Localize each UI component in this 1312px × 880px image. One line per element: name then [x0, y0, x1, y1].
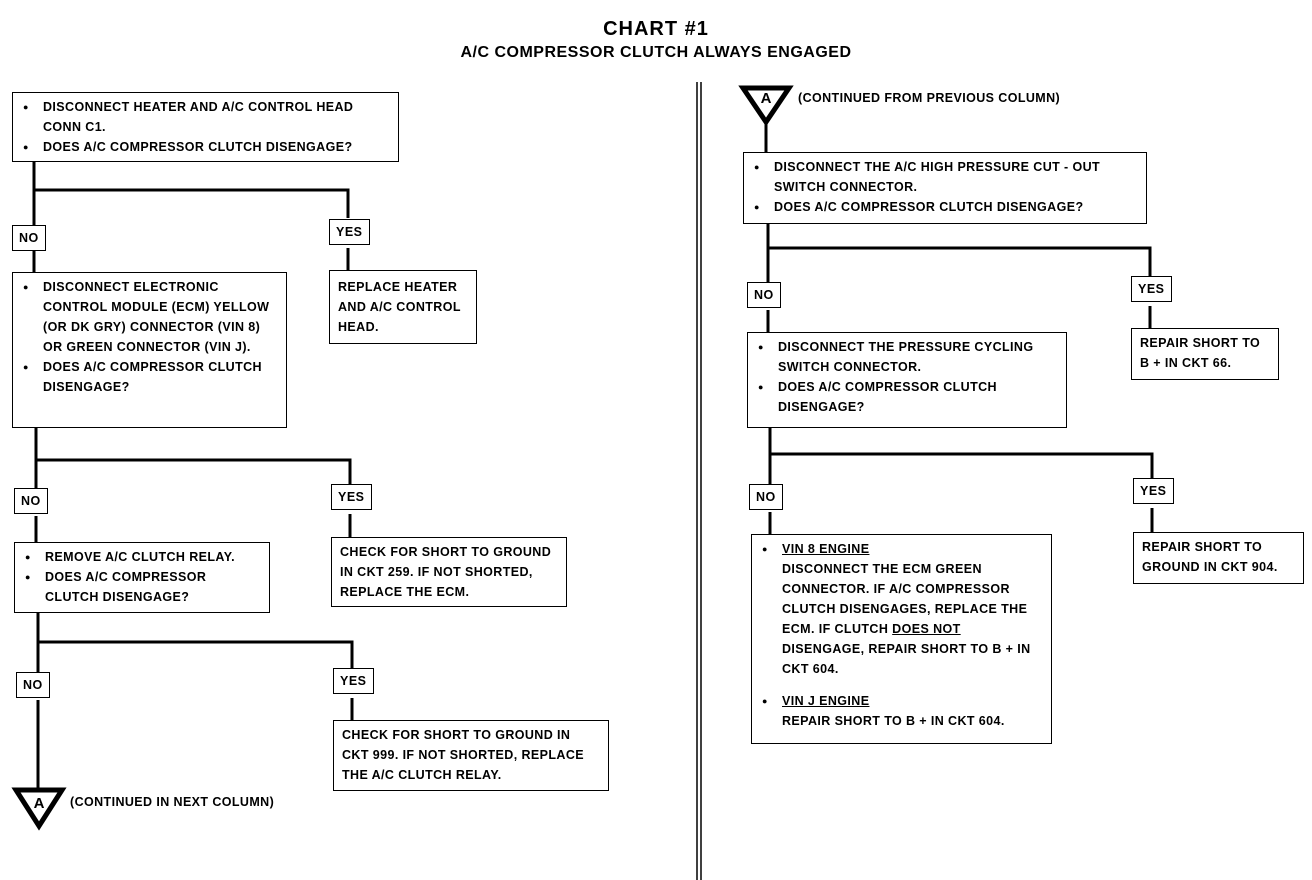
- step3-yes-box: CHECK FOR SHORT TO GROUND IN CKT 999. IF…: [333, 720, 609, 791]
- yes-label: YES: [1133, 478, 1174, 504]
- connector-a-letter-bottom: A: [33, 795, 45, 812]
- continued-in-note: (CONTINUED IN NEXT COLUMN): [70, 795, 275, 809]
- step2-box: DISCONNECT ELECTRONIC CONTROL MODULE (EC…: [12, 272, 287, 428]
- no-label: NO: [16, 672, 50, 698]
- step5-yes-box: REPAIR SHORT TO GROUND IN CKT 904.: [1133, 532, 1304, 584]
- vinj-text: REPAIR SHORT TO B + IN CKT 604.: [782, 714, 1005, 728]
- vin8-text: DISENGAGE, REPAIR SHORT TO B + IN CKT 60…: [782, 642, 1031, 676]
- step4-line: DISCONNECT THE A/C HIGH PRESSURE CUT - O…: [754, 157, 1140, 197]
- step1-yes-box: REPLACE HEATER AND A/C CONTROL HEAD.: [329, 270, 477, 344]
- step3-box: REMOVE A/C CLUTCH RELAY. DOES A/C COMPRE…: [14, 542, 270, 613]
- step1-box: DISCONNECT HEATER AND A/C CONTROL HEAD C…: [12, 92, 399, 162]
- connector-a-triangle-top: [738, 85, 794, 127]
- step4-box: DISCONNECT THE A/C HIGH PRESSURE CUT - O…: [743, 152, 1147, 224]
- no-label: NO: [12, 225, 46, 251]
- yes-label: YES: [333, 668, 374, 694]
- step4-yes-box: REPAIR SHORT TO B + IN CKT 66.: [1131, 328, 1279, 380]
- step3-line: DOES A/C COMPRESSOR CLUTCH DISENGAGE?: [25, 567, 263, 607]
- step5-box: DISCONNECT THE PRESSURE CYCLING SWITCH C…: [747, 332, 1067, 428]
- step2-line: DOES A/C COMPRESSOR CLUTCH DISENGAGE?: [23, 357, 280, 397]
- step1-line: DOES A/C COMPRESSOR CLUTCH DISENGAGE?: [23, 137, 392, 157]
- step6-box: VIN 8 ENGINE DISCONNECT THE ECM GREEN CO…: [751, 534, 1052, 744]
- no-label: NO: [747, 282, 781, 308]
- step2-line: DISCONNECT ELECTRONIC CONTROL MODULE (EC…: [23, 277, 280, 357]
- yes-label: YES: [1131, 276, 1172, 302]
- vin8-text: DISCONNECT THE ECM GREEN CONNECTOR. IF A…: [782, 562, 1028, 636]
- step3-line: REMOVE A/C CLUTCH RELAY.: [25, 547, 263, 567]
- no-label: NO: [749, 484, 783, 510]
- spacer: [762, 679, 1045, 691]
- step5-line: DOES A/C COMPRESSOR CLUTCH DISENGAGE?: [758, 377, 1060, 417]
- step1-line: DISCONNECT HEATER AND A/C CONTROL HEAD C…: [23, 97, 392, 137]
- yes-label: YES: [329, 219, 370, 245]
- chart-title: CHART #1: [603, 18, 709, 40]
- vin8-item: VIN 8 ENGINE DISCONNECT THE ECM GREEN CO…: [762, 539, 1045, 679]
- chart-subtitle: A/C COMPRESSOR CLUTCH ALWAYS ENGAGED: [460, 44, 852, 61]
- vinj-item: VIN J ENGINE REPAIR SHORT TO B + IN CKT …: [762, 691, 1045, 731]
- step4-line: DOES A/C COMPRESSOR CLUTCH DISENGAGE?: [754, 197, 1140, 217]
- vin8-heading: VIN 8 ENGINE: [782, 542, 870, 556]
- connector-a-letter-top: A: [760, 90, 772, 107]
- step2-yes-box: CHECK FOR SHORT TO GROUND IN CKT 259. IF…: [331, 537, 567, 607]
- no-label: NO: [14, 488, 48, 514]
- continued-from-note: (CONTINUED FROM PREVIOUS COLUMN): [798, 91, 1061, 105]
- connector-a-triangle-bottom: [11, 787, 67, 831]
- vin8-emphasis: DOES NOT: [892, 622, 961, 636]
- yes-label: YES: [331, 484, 372, 510]
- vinj-heading: VIN J ENGINE: [782, 694, 870, 708]
- step5-line: DISCONNECT THE PRESSURE CYCLING SWITCH C…: [758, 337, 1060, 377]
